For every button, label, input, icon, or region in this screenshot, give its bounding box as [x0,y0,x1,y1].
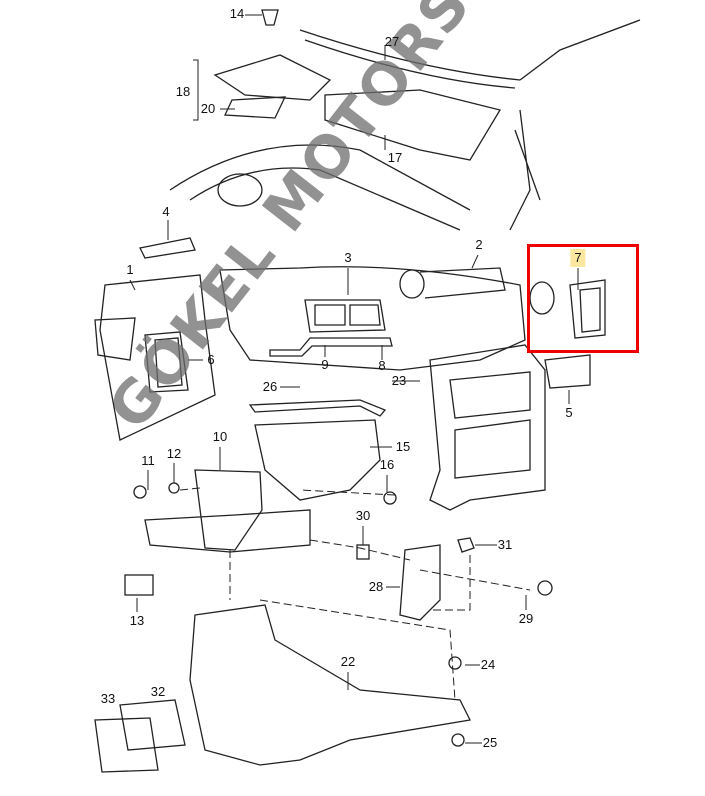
callout-29: 29 [518,611,534,626]
vent-6 [144,331,189,393]
console-bracket [144,509,311,553]
callout-5: 5 [565,405,573,420]
callout-30: 30 [355,508,371,523]
duct-7 [529,281,555,315]
console-22 [189,604,471,766]
cowl-panel [213,54,502,161]
callout-11: 11 [141,453,155,468]
center-trim-23 [429,344,546,511]
callout-33: 33 [100,691,116,706]
frame-32 [119,699,186,751]
screw-11 [133,485,147,499]
duct-10 [194,469,263,551]
highlight-box [527,244,639,353]
vent-5 [544,354,591,389]
callout-10: 10 [212,429,228,444]
plenum-cover [224,96,287,119]
windshield-cowl [299,19,641,89]
callout-7: 7 [570,249,586,267]
callout-17: 17 [387,150,403,165]
screw-29 [537,580,553,596]
vent-1 [94,317,136,361]
callout-31: 31 [497,537,513,552]
duct-2-body [419,267,506,299]
seal-9 [269,337,393,357]
booster [217,173,263,207]
callout-26: 26 [262,379,278,394]
duct-2 [399,269,425,299]
clip-14 [261,9,279,26]
seal-8 [248,399,387,417]
callout-27: 27 [384,34,400,49]
callout-3: 3 [344,250,352,265]
clip-16 [383,491,397,505]
callout-16: 16 [379,457,395,472]
callout-1: 1 [126,262,134,277]
callout-23: 23 [391,373,407,388]
vent-13 [124,574,154,596]
nut-30 [356,544,370,560]
callout-18: 18 [175,84,191,99]
leader-lines [129,14,579,744]
hood-lines [169,109,541,231]
clip-25 [451,733,465,747]
screw-24 [448,656,462,670]
callout-25: 25 [482,735,498,750]
callout-12: 12 [166,446,182,461]
callout-15: 15 [395,439,411,454]
callout-8: 8 [378,358,386,373]
dashboard-main [219,266,526,371]
heater-box-15 [254,419,381,501]
washer-12 [168,482,180,494]
seal-4 [139,237,196,259]
callout-20: 20 [200,101,216,116]
callout-6: 6 [207,352,215,367]
bracket-28 [399,544,441,621]
nut-31 [457,537,475,553]
center-vents [304,299,386,333]
dashboard-left [99,274,216,441]
callout-24: 24 [480,657,496,672]
frame-33 [94,717,159,773]
callout-32: 32 [150,684,166,699]
vent-7 [569,279,606,339]
callout-28: 28 [368,579,384,594]
dashed-lines [179,487,531,701]
callout-2: 2 [475,237,483,252]
callout-4: 4 [162,204,170,219]
callout-9: 9 [321,357,329,372]
callout-22: 22 [340,654,356,669]
callout-14: 14 [229,6,245,21]
callout-13: 13 [129,613,145,628]
